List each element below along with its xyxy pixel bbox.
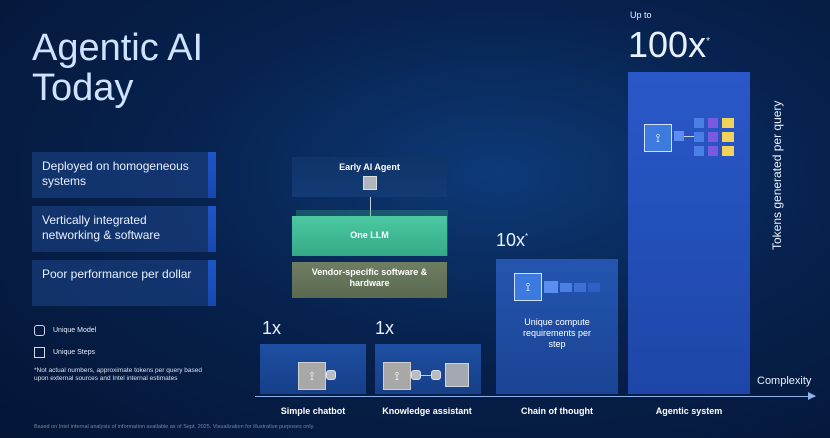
node-icon [722,146,734,156]
node-icon [722,118,734,128]
multiplier-chatbot: 1x [262,318,282,338]
multiplier-agentic-prefix: Up to [630,10,652,20]
node-icon [694,118,704,128]
category-knowledge-assistant: Knowledge assistant [382,406,472,416]
arrow-right-icon [808,392,816,400]
y-axis-label: Tokens generated per query [770,100,784,250]
agentic-panel: ⟟ [628,72,750,394]
early-agent-box: Early AI Agent [292,157,447,197]
node-icon [326,370,336,380]
category-chain-of-thought: Chain of thought [521,406,593,416]
source-footer: Based on Intel internal analysis of info… [34,424,315,430]
node-icon [708,146,718,156]
connector [684,136,694,137]
x-axis-line [255,396,815,397]
cot-panel: ⟟ Unique compute requirements per step [496,259,618,394]
x-axis-label: Complexity [757,375,812,387]
node-icon [708,132,718,142]
node-icon [431,370,441,380]
agent-icon: ⟟ [298,362,326,390]
page-title: Agentic AI Today [32,27,204,109]
step-block [560,283,572,292]
rounded-square-icon [34,325,45,336]
feature-bar [208,260,216,306]
step-block [574,283,586,292]
node-icon [722,132,734,142]
multiplier-assistant: 1x [375,318,395,338]
connector [370,197,371,217]
category-agentic-system: Agentic system [655,406,723,416]
connector [421,375,431,376]
agent-icon [362,176,377,190]
node-icon [708,118,718,128]
multiplier-agentic: 100x* [628,24,710,65]
chatbot-panel: ⟟ [260,344,366,394]
legend-steps: Unique Steps [34,347,95,358]
node-icon [694,132,704,142]
feature-bar [208,206,216,252]
feature-homogeneous: Deployed on homogeneous systems [32,152,210,198]
footnote: *Not actual numbers, approximate tokens … [34,367,203,382]
legend-model: Unique Model [34,325,96,336]
node-icon [694,146,704,156]
step-block [588,283,600,292]
feature-integrated: Vertically integrated networking & softw… [32,206,210,252]
node-icon [411,370,421,380]
cot-label: Unique compute requirements per step [522,317,592,349]
multiplier-cot: 10x* [496,230,529,250]
agent-icon: ⟟ [644,124,672,152]
category-simple-chatbot: Simple chatbot [280,406,346,416]
agent-icon: ⟟ [514,273,542,301]
vendor-box: Vendor-specific software & hardware [292,262,447,298]
assistant-panel: ⟟ [375,344,481,394]
node-icon [674,131,684,141]
agent-icon: ⟟ [383,362,411,390]
step-block [544,281,558,293]
database-icon [445,363,469,387]
square-icon [34,347,45,358]
feature-performance: Poor performance per dollar [32,260,210,306]
feature-bar [208,152,216,198]
llm-box: One LLM [292,216,447,256]
